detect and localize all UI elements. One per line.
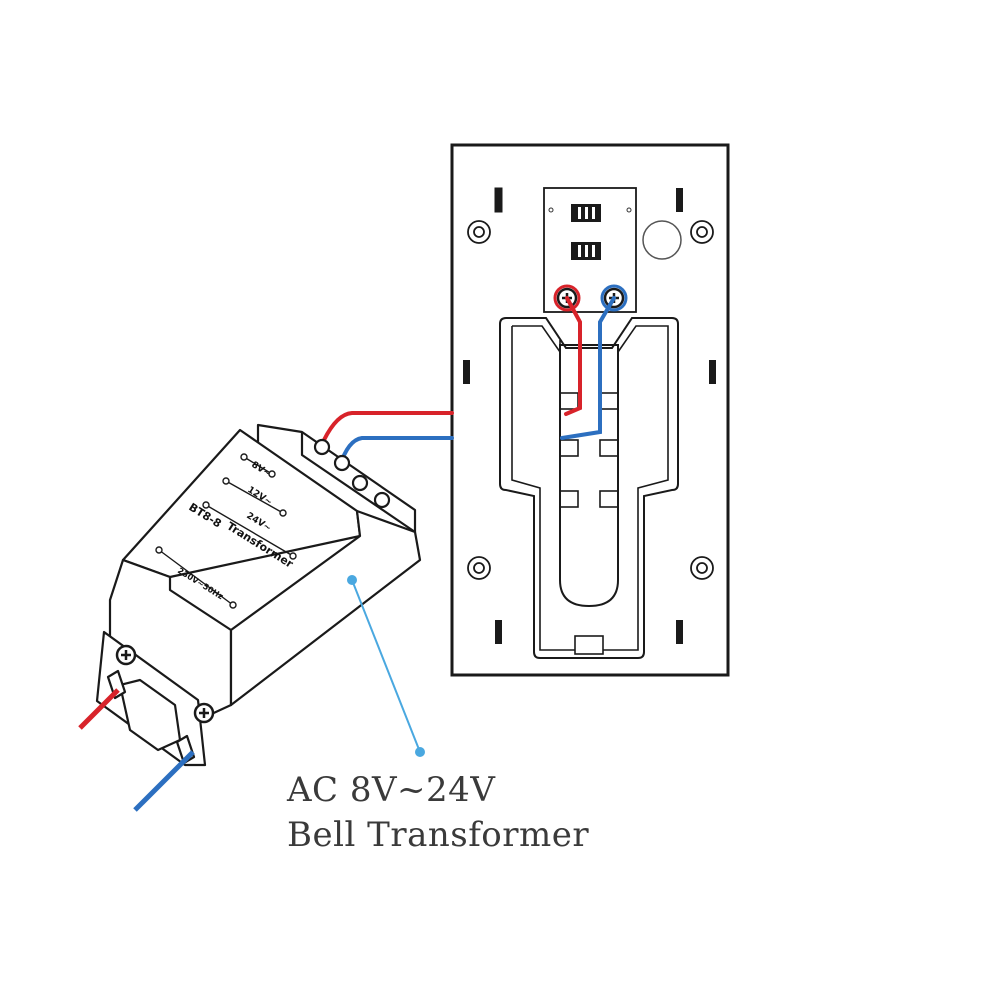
mounting-plate [450, 143, 730, 677]
caption-title: Bell Transformer [287, 815, 590, 855]
caption-leader [347, 575, 425, 757]
caption-voltage: AC 8V~24V [287, 770, 496, 810]
bell-transformer [95, 423, 422, 767]
input-wires [78, 688, 195, 812]
